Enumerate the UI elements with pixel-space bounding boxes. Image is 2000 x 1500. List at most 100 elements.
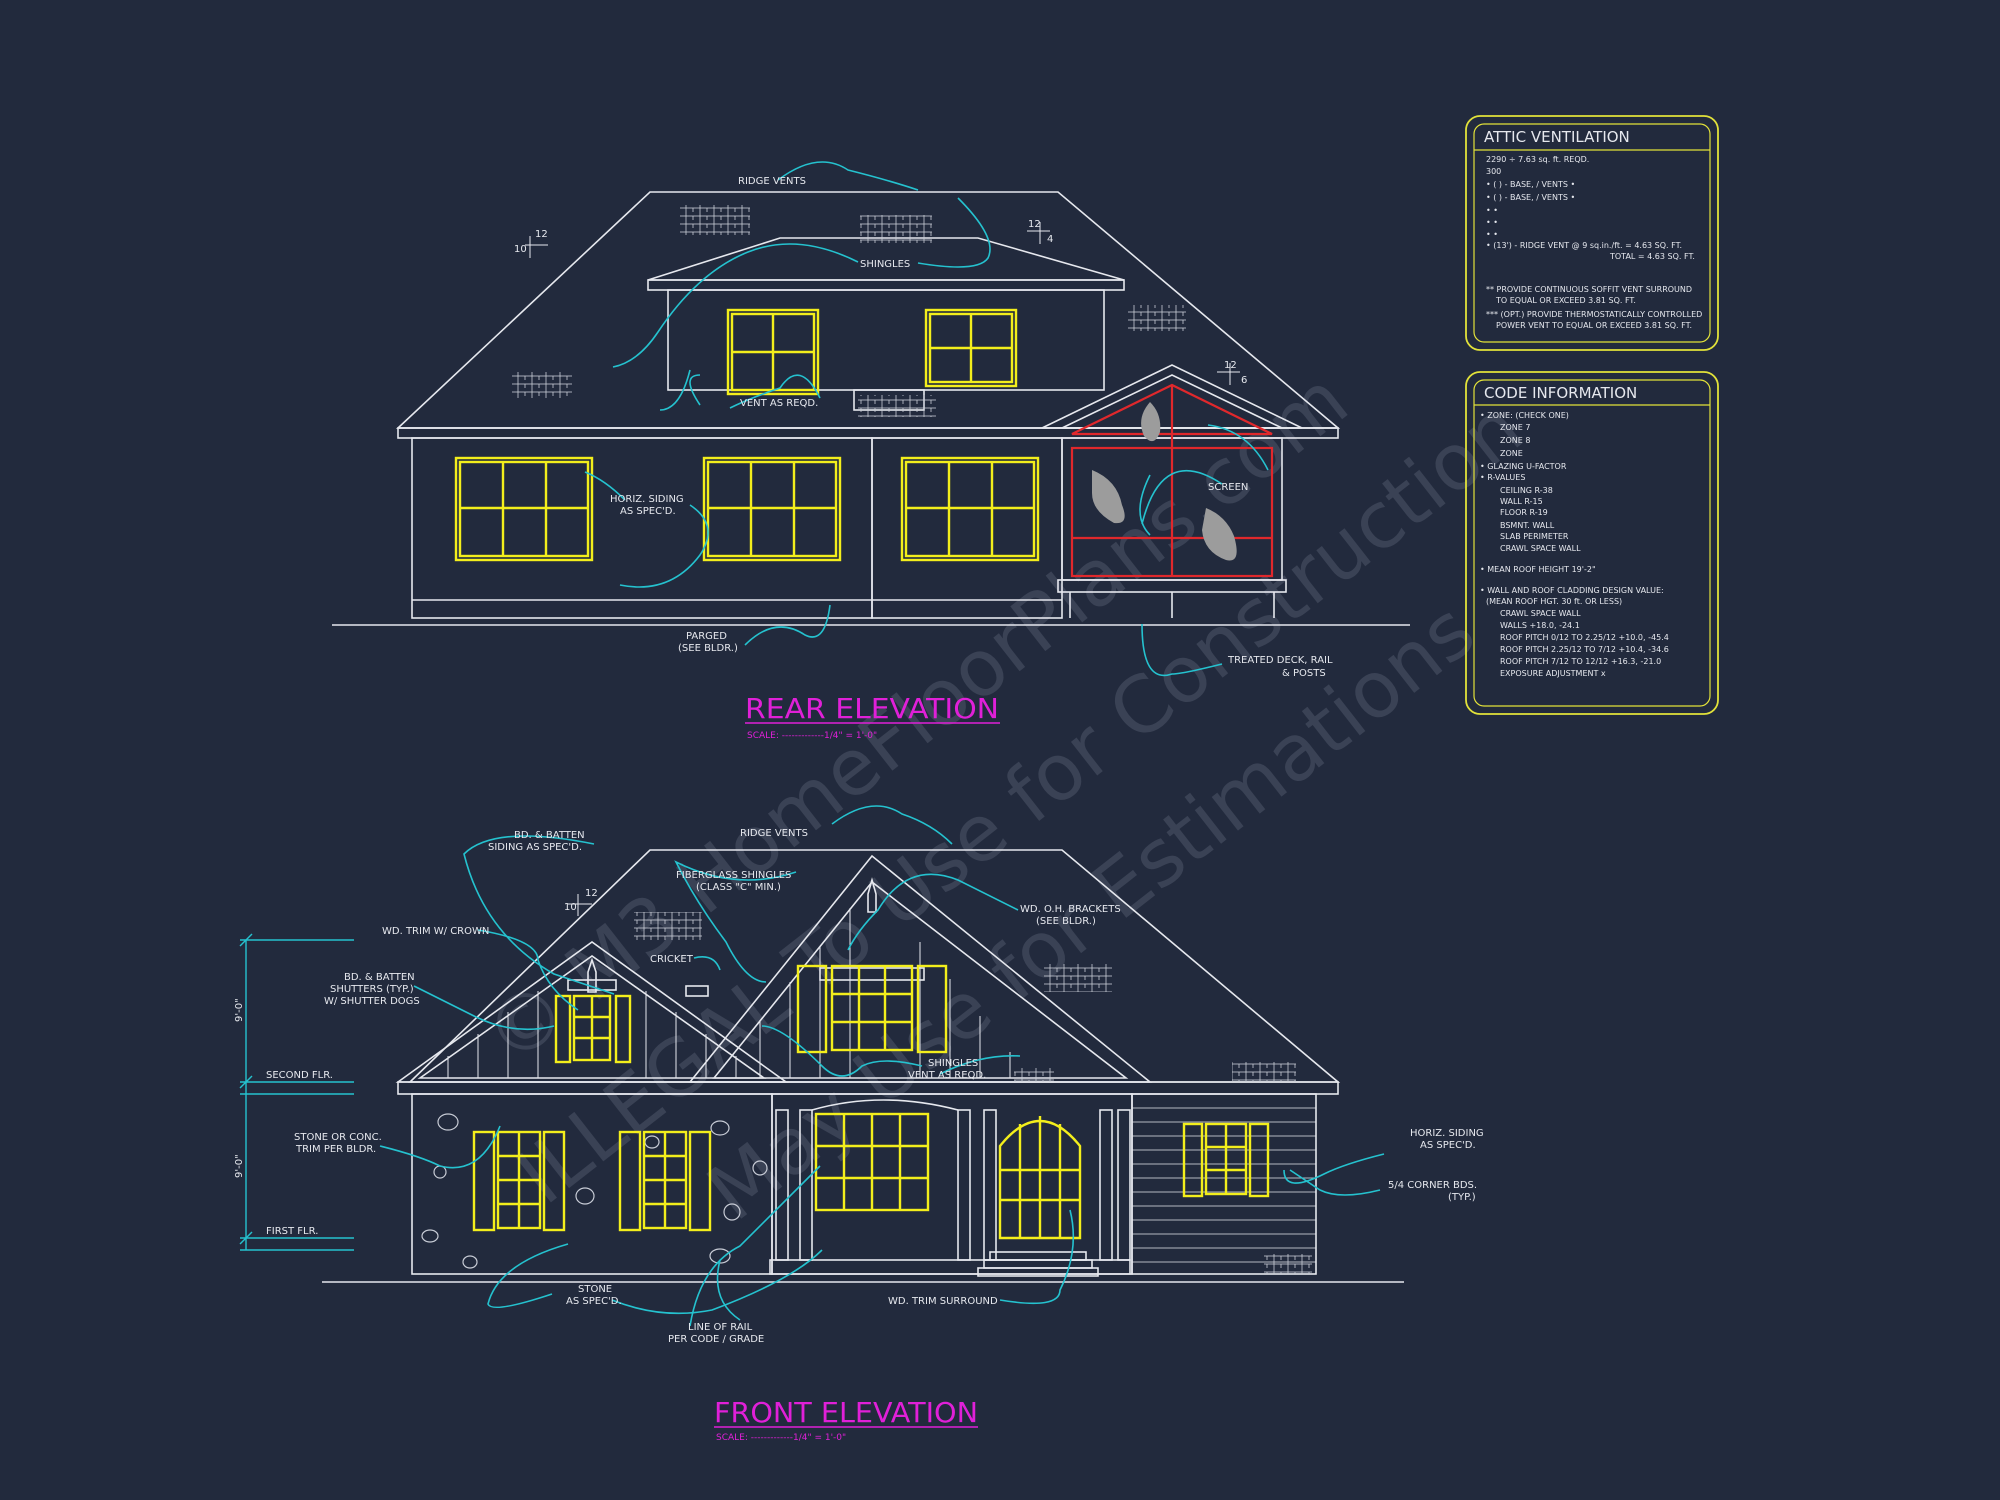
rear-window-triple-3 bbox=[900, 456, 1040, 562]
code-line-12: CRAWL SPACE WALL bbox=[1500, 544, 1581, 553]
front-gable-shutter-left bbox=[554, 994, 572, 1064]
code-line-19: ROOF PITCH 2.25/12 TO 7/12 +10.4, -34.6 bbox=[1500, 645, 1669, 654]
attic-line-13: POWER VENT TO EQUAL OR EXCEED 3.81 SQ. F… bbox=[1496, 321, 1692, 330]
attic-line-10: ** PROVIDE CONTINUOUS SOFFIT VENT SURROU… bbox=[1486, 285, 1692, 294]
attic-line-3: • ( ) - BASE, / VENTS • bbox=[1486, 180, 1575, 189]
code-line-11: SLAB PERIMETER bbox=[1500, 532, 1569, 541]
front-label-batten-siding-2: SIDING AS SPEC'D. bbox=[488, 842, 582, 853]
rear-pitch-main-rise: 10 bbox=[514, 244, 527, 255]
front-left-gable-vent bbox=[587, 957, 597, 993]
front-label-stone-2: AS SPEC'D. bbox=[566, 1296, 622, 1307]
front-right-window bbox=[1182, 1122, 1270, 1198]
front-gable-window bbox=[554, 994, 632, 1064]
rear-main-wall bbox=[411, 437, 873, 619]
rear-pitch-porch-rise: 6 bbox=[1241, 375, 1247, 386]
front-labels: BD. & BATTEN SIDING AS SPEC'D. RIDGE VEN… bbox=[294, 828, 1484, 1345]
rear-pitch-symbols: 10 12 12 4 12 6 bbox=[514, 219, 1247, 386]
attic-line-1: 2290 ÷ 7.63 sq. ft. REQD. bbox=[1486, 155, 1589, 164]
rear-label-ridge-vents: RIDGE VENTS bbox=[738, 176, 806, 187]
rear-window-triple-2 bbox=[702, 456, 842, 562]
front-left-window-2 bbox=[618, 1130, 712, 1232]
attic-line-4: • ( ) - BASE, / VENTS • bbox=[1486, 193, 1575, 202]
front-gable-shutter-right bbox=[614, 994, 632, 1064]
code-line-13: • MEAN ROOF HEIGHT 19'-2" bbox=[1480, 565, 1596, 574]
rear-elevation-title-block: REAR ELEVATION SCALE: -------------1/4" … bbox=[745, 692, 1000, 741]
rear-pitch-main-run: 12 bbox=[535, 229, 548, 240]
front-center-gable bbox=[688, 854, 1153, 1083]
front-label-trim-crown: WD. TRIM W/ CROWN bbox=[382, 926, 489, 937]
attic-line-5: • • bbox=[1486, 206, 1498, 215]
code-line-2: ZONE 7 bbox=[1500, 423, 1530, 432]
front-label-oh-brackets-2: (SEE BLDR.) bbox=[1036, 916, 1096, 927]
rear-label-parged-1: PARGED bbox=[686, 631, 727, 642]
front-pitch-symbol: 10 12 bbox=[564, 888, 598, 916]
front-label-fiberglass-2: (CLASS "C" MIN.) bbox=[696, 882, 781, 893]
front-center-window-crown bbox=[819, 967, 925, 981]
rear-pitch-porch-run: 12 bbox=[1224, 360, 1237, 371]
code-line-15: (MEAN ROOF HGT. 30 ft. OR LESS) bbox=[1486, 597, 1622, 606]
code-line-1: • ZONE: (CHECK ONE) bbox=[1480, 411, 1569, 420]
front-left-window-2-shutter-left bbox=[618, 1130, 642, 1232]
attic-line-6: • • bbox=[1486, 218, 1498, 227]
front-steps bbox=[977, 1251, 1099, 1277]
front-label-corner-bds-1: 5/4 CORNER BDS. bbox=[1388, 1180, 1477, 1191]
code-line-5: • GLAZING U-FACTOR bbox=[1480, 462, 1567, 471]
front-label-vent-as-reqd: VENT AS REQD. bbox=[908, 1070, 986, 1081]
front-label-fiberglass-1: FIBERGLASS SHINGLES bbox=[676, 870, 791, 881]
front-label-rail-2: PER CODE / GRADE bbox=[668, 1334, 764, 1345]
attic-line-9: TOTAL = 4.63 SQ. FT. bbox=[1609, 252, 1695, 261]
front-siding-wall bbox=[1131, 1093, 1317, 1275]
front-label-shingles: SHINGLES bbox=[928, 1058, 978, 1069]
rear-leader-lines bbox=[584, 161, 1269, 677]
code-line-17: WALLS +18.0, -24.1 bbox=[1500, 621, 1580, 630]
front-entry-door bbox=[998, 1116, 1082, 1240]
attic-line-11: TO EQUAL OR EXCEED 3.81 SQ. FT. bbox=[1495, 296, 1636, 305]
rear-screen-frames bbox=[1070, 383, 1274, 578]
front-label-trim-surround: WD. TRIM SURROUND bbox=[888, 1296, 998, 1307]
rear-pitch-upper: 12 4 bbox=[1027, 219, 1053, 245]
rear-labels: RIDGE VENTS SHINGLES VENT AS REQD. HORIZ… bbox=[610, 176, 1333, 679]
rear-upper-window-left bbox=[726, 308, 820, 396]
front-center-shutter-right bbox=[916, 964, 948, 1054]
attic-line-2: 300 bbox=[1486, 167, 1501, 176]
attic-line-7: • • bbox=[1486, 230, 1498, 239]
front-left-window-1 bbox=[472, 1130, 566, 1232]
front-label-ridge-vents: RIDGE VENTS bbox=[740, 828, 808, 839]
front-center-upper-window bbox=[796, 964, 948, 1054]
front-porch-window bbox=[814, 1112, 930, 1212]
rear-pitch-main: 10 12 bbox=[514, 229, 548, 258]
front-stone-texture bbox=[421, 1113, 768, 1269]
front-level-first: FIRST FLR. bbox=[266, 1226, 318, 1237]
front-left-window-2-shutter-right bbox=[688, 1130, 712, 1232]
rear-elevation-title: REAR ELEVATION bbox=[745, 692, 999, 725]
front-level-second: SECOND FLR. bbox=[266, 1070, 333, 1081]
code-information-box: CODE INFORMATION • ZONE: (CHECK ONE) ZON… bbox=[1465, 371, 1719, 715]
attic-ventilation-box: ATTIC VENTILATION 2290 ÷ 7.63 sq. ft. RE… bbox=[1465, 115, 1719, 351]
front-left-gable bbox=[395, 941, 789, 1083]
code-line-4: ZONE bbox=[1500, 449, 1523, 458]
code-line-8: WALL R-15 bbox=[1500, 497, 1543, 506]
front-label-shutters-2: SHUTTERS (TYP.) bbox=[330, 984, 414, 995]
code-line-18: ROOF PITCH 0/12 TO 2.25/12 +10.0, -45.4 bbox=[1500, 633, 1669, 642]
front-horizontal-siding bbox=[1132, 1107, 1316, 1263]
front-brick-texture bbox=[634, 912, 702, 940]
front-label-stone-1: STONE bbox=[578, 1284, 612, 1295]
code-lines: • ZONE: (CHECK ONE) ZONE 7 ZONE 8 ZONE •… bbox=[1480, 411, 1669, 678]
front-pitch-rise: 10 bbox=[564, 902, 577, 913]
front-pitch-run: 12 bbox=[585, 888, 598, 899]
rear-upper-window-right bbox=[924, 308, 1018, 388]
rear-windows bbox=[454, 308, 1040, 562]
attic-lines: 2290 ÷ 7.63 sq. ft. REQD. 300 • ( ) - BA… bbox=[1486, 155, 1702, 330]
front-label-cricket: CRICKET bbox=[650, 954, 694, 965]
rear-label-horiz-siding-2: AS SPEC'D. bbox=[620, 506, 676, 517]
front-elevation-title: FRONT ELEVATION bbox=[714, 1396, 978, 1429]
rear-label-screen: SCREEN bbox=[1208, 482, 1248, 493]
front-elevation-title-block: FRONT ELEVATION SCALE: -------------1/4"… bbox=[714, 1396, 978, 1443]
front-label-oh-brackets-1: WD. O.H. BRACKETS bbox=[1020, 904, 1121, 915]
rear-label-deck-1: TREATED DECK, RAIL bbox=[1227, 655, 1333, 666]
rear-pitch-porch: 12 6 bbox=[1217, 360, 1247, 386]
front-elevation bbox=[322, 849, 1404, 1283]
code-line-16: CRAWL SPACE WALL bbox=[1500, 609, 1581, 618]
front-dimension-text: 9'-0" 9'-0" SECOND FLR. FIRST FLR. bbox=[234, 998, 333, 1237]
